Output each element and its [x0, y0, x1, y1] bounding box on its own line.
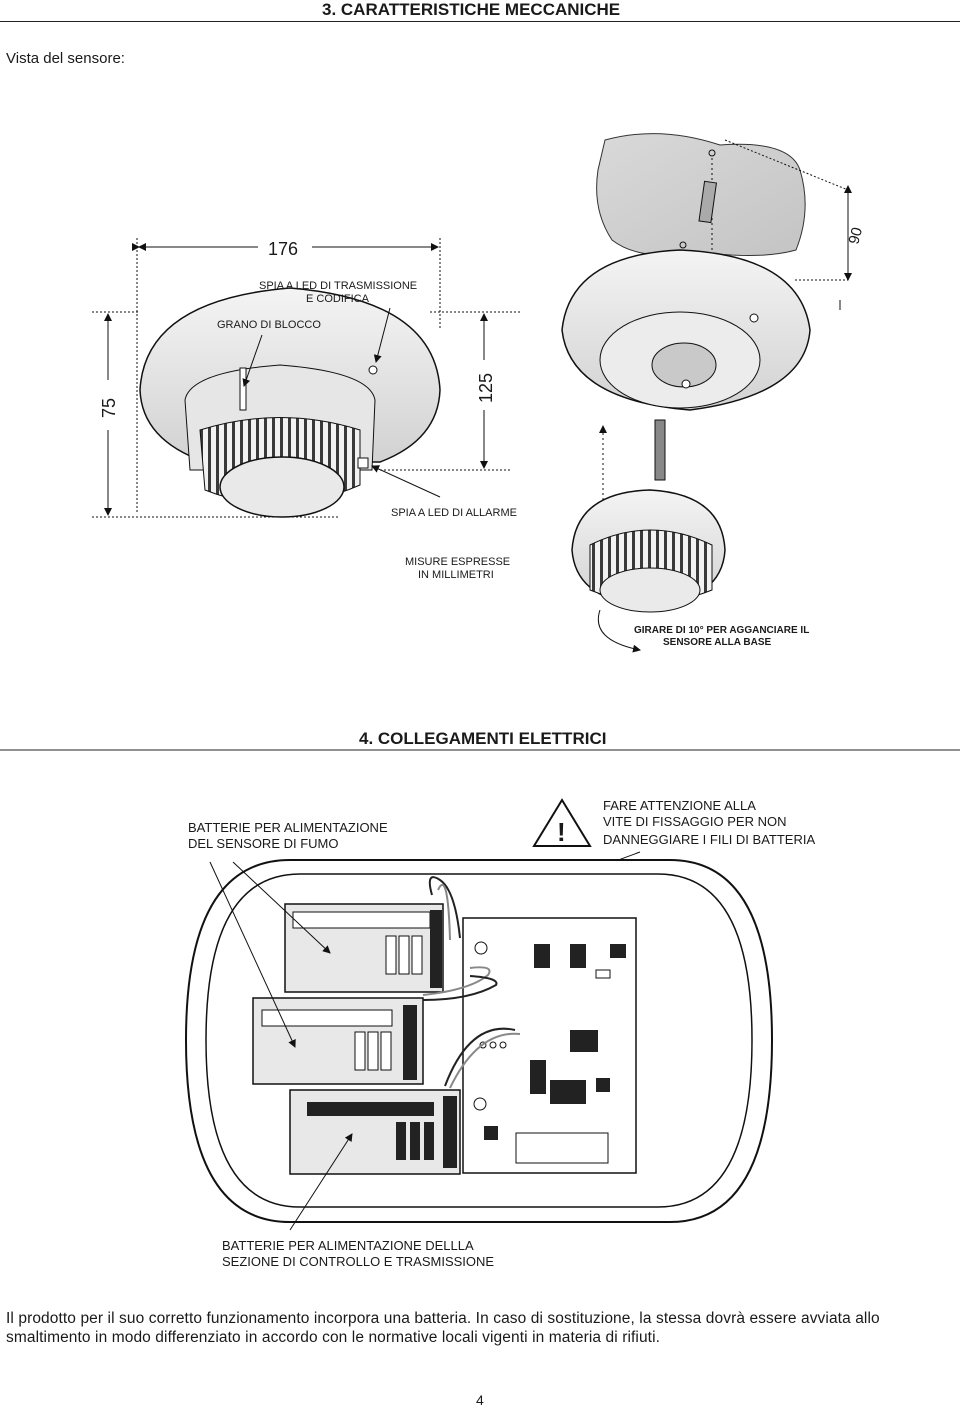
intro-text: Vista del sensore:	[6, 50, 125, 67]
label-units-2: IN MILLIMETRI	[418, 569, 494, 581]
battery-note: Il prodotto per il suo corretto funziona…	[6, 1310, 880, 1346]
section-4-title: 4. COLLEGAMENTI ELETTRICI	[359, 729, 607, 748]
dim-base-label: 125	[476, 373, 496, 403]
label-warning-2: VITE DI FISSAGGIO PER NON	[603, 814, 786, 829]
label-units-1: MISURE ESPRESSE	[405, 556, 510, 568]
label-led-tx: SPIA A LED DI TRASMISSIONE	[259, 280, 417, 292]
label-lock-screw: GRANO DI BLOCCO	[217, 319, 321, 331]
label-batt-control-2: SEZIONE DI CONTROLLO E TRASMISSIONE	[222, 1254, 494, 1269]
detector-exploded-view: 90 GIRARE DI 10° PER AGGANCIARE IL SENSO…	[561, 133, 866, 653]
label-batt-sensor-2: DEL SENSORE DI FUMO	[188, 836, 338, 851]
wiring-diagram: BATTERIE PER ALIMENTAZIONE DEL SENSORE D…	[184, 798, 815, 1269]
technical-drawings: 176 75 125 SPIA A LED DI TRASMISSIONE E …	[0, 133, 960, 1269]
label-batt-sensor-1: BATTERIE PER ALIMENTAZIONE	[188, 820, 388, 835]
page-number: 4	[476, 1392, 484, 1408]
dim-angle-label: 90	[845, 226, 866, 247]
dim-width-label: 176	[268, 239, 298, 259]
label-warning-1: FARE ATTENZIONE ALLA	[603, 798, 756, 813]
svg-text:!: !	[557, 817, 566, 847]
warning-icon	[532, 798, 592, 847]
label-rotate-2: SENSORE ALLA BASE	[663, 637, 771, 648]
label-warning-3: DANNEGGIARE I FILI DI BATTERIA	[603, 832, 815, 847]
label-batt-control-1: BATTERIE PER ALIMENTAZIONE DELLLA	[222, 1238, 474, 1253]
header-rule	[0, 21, 960, 22]
detector-side-view: 176 75 125 SPIA A LED DI TRASMISSIONE E …	[92, 238, 520, 581]
label-led-tx-2: E CODIFICA	[306, 293, 370, 305]
dim-height-label: 75	[99, 398, 119, 418]
section-3-title: 3. CARATTERISTICHE MECCANICHE	[322, 0, 621, 19]
label-led-alarm: SPIA A LED DI ALLARME	[391, 507, 517, 519]
label-rotate-1: GIRARE DI 10° PER AGGANCIARE IL	[634, 625, 809, 636]
